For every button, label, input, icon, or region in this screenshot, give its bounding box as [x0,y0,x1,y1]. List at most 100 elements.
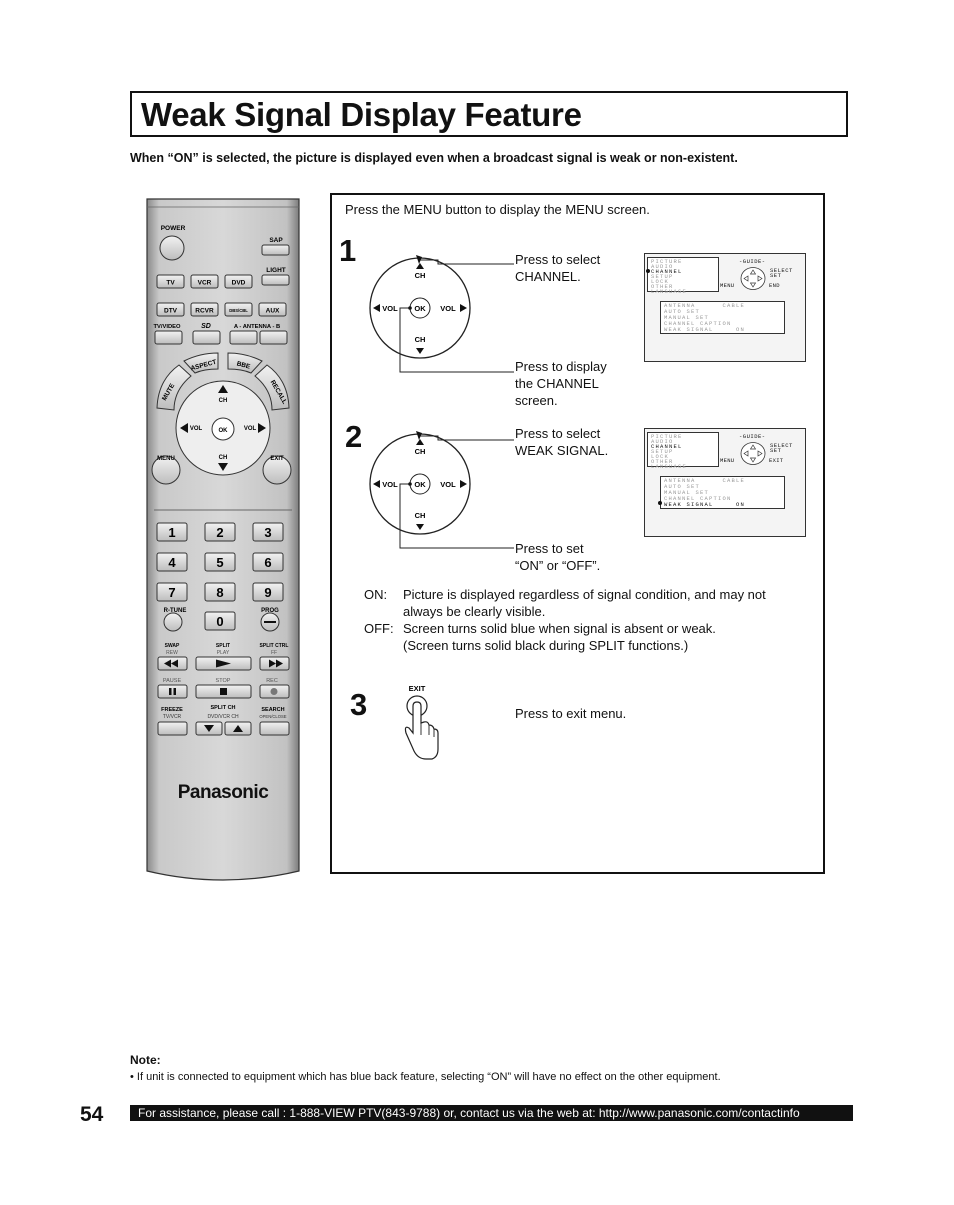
tvvcr-label: TV/VCR [163,714,182,720]
rew-label: REW [166,650,178,656]
ff-label: FF [271,650,277,656]
osd1-sub-4: WEAK SIGNAL ON [664,326,746,333]
osd1-guide: -GUIDE- [739,258,766,265]
play-icon [216,659,231,668]
dbs-label: DBS/CBL [229,308,248,313]
dvd-label: DVD [232,280,246,287]
digit-9: 9 [264,585,271,600]
step-2-a-line-1: Press to select [515,426,601,441]
play-label: PLAY [217,650,230,656]
vol-right-label: VOL [440,304,456,313]
osd2-guide: -GUIDE- [739,433,766,440]
dvdvcrch-label: DVD/VCR CH [207,714,239,720]
osd1-menu-4: LOCK [651,278,670,285]
remote-vol-right-label: VOL [244,426,257,432]
vol-right-label: VOL [440,480,456,489]
number-pad: 1 2 3 4 5 6 7 8 9 0 [156,522,284,631]
freeze-label: FREEZE [161,707,183,713]
page-subtitle: When “ON” is selected, the picture is di… [130,151,738,165]
rec-label: REC [266,678,278,684]
remote-ch-down-label: CH [219,455,228,461]
off-label: OFF: [364,621,394,636]
hand-pointer-icon [404,701,439,760]
step-3-exit-hand-illustration: EXIT [404,684,439,760]
on-text-line-2: always be clearly visible. [403,604,546,619]
osd2-sub-3: CHANNEL CAPTION [664,495,732,502]
osd2-sub-1: AUTO SET [664,483,701,490]
digit-6: 6 [264,555,271,570]
step-1-b-line-2: the CHANNEL [515,376,599,391]
title-box [130,91,848,137]
instruction-panel [330,193,825,874]
osd1-menu-0: PICTURE [651,258,683,265]
osd1-menu-2: CHANNEL [651,268,683,275]
up-arrow-icon [233,725,243,732]
openclose-label: OPEN/CLOSE [259,714,286,719]
osd1-set: SET [770,272,782,279]
ch-up-label: CH [415,271,426,280]
osd2-select: SELECT [770,442,793,449]
digit-7: 7 [168,585,175,600]
on-label: ON: [364,587,388,602]
bbe-label: BBE [236,360,252,370]
pointer-mark [416,431,422,440]
osd1-menu-6: LANGUAGE [651,288,688,295]
osd1-sub-0: ANTENNA CABLE [664,302,746,309]
osd-screen-2: PICTURE AUDIO CHANNEL SETUP LOCK OTHER L… [644,428,806,537]
splitctrl-label: SPLIT CTRL [260,643,289,649]
osd2-set: SET [770,447,782,454]
intro-text: Press the MENU button to display the MEN… [345,202,650,217]
step-3-number: 3 [350,687,368,722]
split-label: SPLIT [216,643,230,649]
step-1-number: 1 [339,233,357,268]
sap-label: SAP [269,237,283,244]
osd2-dpad-icon [740,442,766,465]
power-button [159,235,185,261]
osd1-sub-2: MANUAL SET [664,314,710,321]
vcr-label: VCR [198,280,212,287]
osd2-exit-label: EXIT [769,457,784,464]
osd2-menu-4: LOCK [651,453,670,460]
step-2-b-line-1: Press to set [515,541,584,556]
fast-forward-icon [269,659,283,668]
aux-label: AUX [266,308,280,315]
power-label: POWER [161,225,186,232]
osd2-menu-2: CHANNEL [651,443,683,450]
osd1-select: SELECT [770,267,793,274]
osd2-menu-0: PICTURE [651,433,683,440]
osd1-menu-3: SETUP [651,273,674,280]
prog-label: PROG [261,608,279,614]
osd2-sub-4: WEAK SIGNAL ON [664,501,746,508]
step-1-b-line-3: screen. [515,393,558,408]
off-text-line-1: Screen turns solid blue when signal is a… [403,621,716,636]
stop-icon [220,688,227,695]
swap-label: SWAP [165,643,180,649]
pause-label: PAUSE [163,678,182,684]
footer-assistance-bar: For assistance, please call : 1-888-VIEW… [130,1105,853,1121]
step-1-a-line-2: CHANNEL. [515,269,581,284]
record-icon [270,688,278,695]
osd1-menu-5: OTHER [651,283,674,290]
step-2-b-line-2: “ON” or “OFF”. [515,558,601,573]
rtune-label: R-TUNE [164,608,187,614]
osd2-sub-0: ANTENNA CABLE [664,477,746,484]
stop-label: STOP [216,678,231,684]
osd1-end-label: END [769,282,780,289]
remote-exit-label: EXIT [270,456,284,462]
osd2-menu-1: AUDIO [651,438,674,445]
osd1-sub-1: AUTO SET [664,308,701,315]
splitch-label: SPLIT CH [210,705,235,711]
page-number: 54 [80,1103,104,1126]
rcvr-label: RCVR [195,308,214,315]
remote-vol-left-label: VOL [190,426,203,432]
pointer-mark [416,255,422,264]
ch-up-label: CH [415,447,426,456]
search-label: SEARCH [261,707,284,713]
osd1-menu-1: AUDIO [651,263,674,270]
ok-label: OK [414,304,426,313]
digit-1: 1 [168,525,175,540]
exit-button-label: EXIT [409,684,426,693]
digit-5: 5 [216,555,223,570]
remote-ok-label: OK [219,428,229,434]
digit-8: 8 [216,585,223,600]
